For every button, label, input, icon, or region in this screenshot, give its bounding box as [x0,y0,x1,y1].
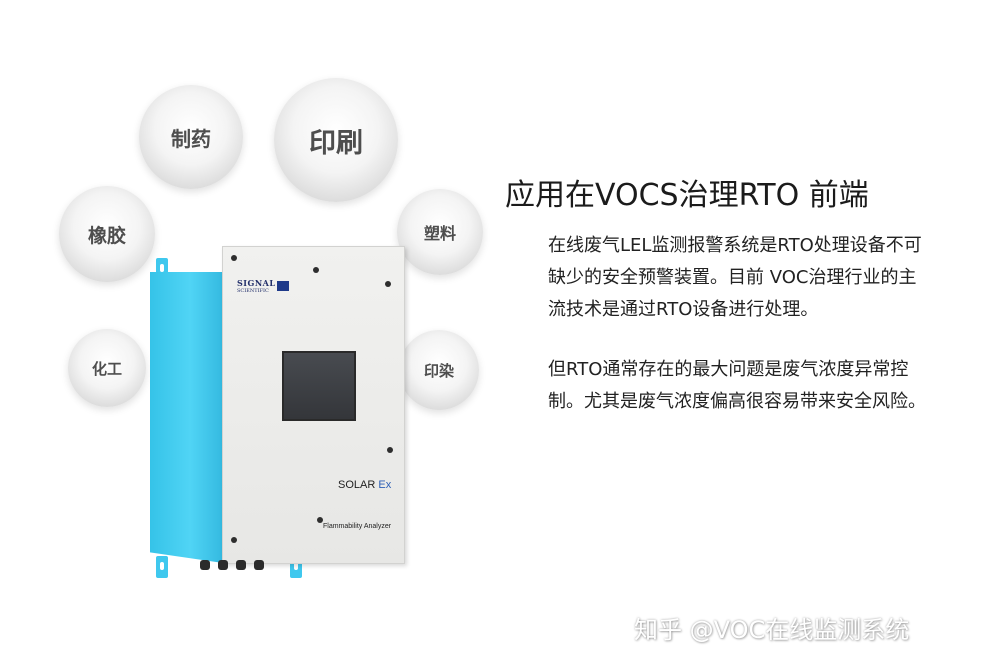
screw [231,537,237,543]
cable-gland [236,560,246,570]
industry-bubble-pharma: 制药 [139,85,243,189]
screw [387,447,393,453]
industry-bubble-rubber: 橡胶 [59,186,155,282]
industry-bubble-dyeing: 印染 [399,330,479,410]
flammability-analyzer-device: SIGNAL SCIENTIFIC SOLAR Ex Flammability … [140,244,415,584]
brand-logo: SIGNAL SCIENTIFIC [237,278,289,298]
paragraph-text: 但RTO通常存在的最大问题是废气浓度异常控制。尤其是废气浓度偏高很容易带来安全风… [548,359,926,412]
bubble-label: 塑料 [423,224,456,243]
brand-subtitle: SCIENTIFIC [237,288,269,294]
screw [385,281,391,287]
device-side-panel [150,272,230,564]
bubble-label: 橡胶 [87,224,126,247]
industry-bubble-printing: 印刷 [274,78,398,202]
screw [231,255,237,261]
industry-bubble-chemical: 化工 [68,329,146,407]
device-front-panel: SIGNAL SCIENTIFIC SOLAR Ex Flammability … [222,246,405,564]
mounting-bracket [156,556,168,578]
paragraph-text: 在线废气LEL监测报警系统是RTO处理设备不可缺少的安全预警装置。目前 VOC治… [548,235,922,320]
screw [313,267,319,273]
bubble-label: 印刷 [309,127,363,159]
cable-gland [218,560,228,570]
bubble-label: 制药 [171,126,211,151]
bubble-label: 化工 [91,359,122,378]
paragraph-1: 在线废气LEL监测报警系统是RTO处理设备不可缺少的安全预警装置。目前 VOC治… [508,230,928,326]
model-description: Flammability Analyzer [323,523,392,530]
paragraph-2: 但RTO通常存在的最大问题是废气浓度异常控制。尤其是废气浓度偏高很容易带来安全风… [508,354,928,418]
model-suffix: Ex [378,479,392,491]
model-label: SOLAR Ex [338,479,391,491]
watermark: 知乎 @VOC在线监测系统 [634,616,910,644]
screw [317,517,323,523]
brand-name: SIGNAL [237,278,276,288]
industry-bubble-plastics: 塑料 [397,189,483,275]
bubble-label: 印染 [423,361,454,380]
cable-gland [200,560,210,570]
cable-gland [254,560,264,570]
display-screen [282,351,356,421]
model-name: SOLAR [338,479,376,491]
page-title: 应用在VOCS治理RTO 前端 [505,178,869,213]
brand-mark-icon [277,281,289,291]
